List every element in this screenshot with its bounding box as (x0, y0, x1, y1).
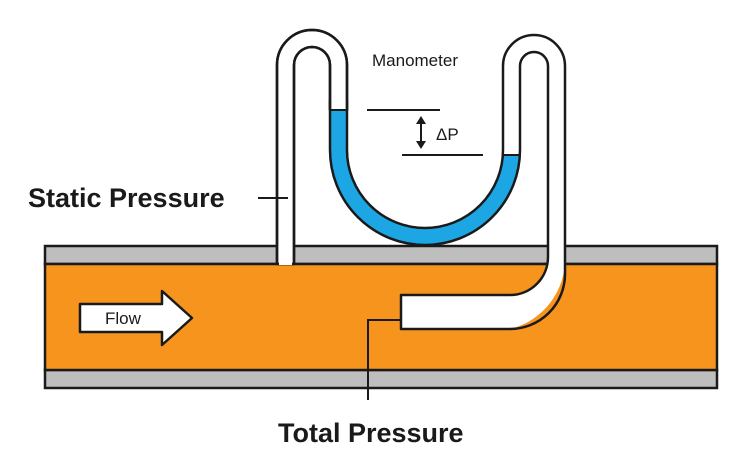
total-tube-port (550, 246, 563, 265)
pipe-top-wall (43, 244, 719, 266)
delta-p-arrow (416, 116, 426, 149)
total-pressure-label: Total Pressure (278, 418, 464, 448)
delta-p-label: ΔP (436, 125, 459, 144)
manometer-liquid-fill (330, 110, 520, 245)
u-tube-body (330, 35, 566, 329)
static-pressure-label: Static Pressure (28, 183, 225, 213)
u-tube-outline (328, 33, 567, 331)
static-tube-port (279, 246, 292, 265)
flow-label: Flow (105, 309, 142, 328)
flow-arrow (78, 289, 194, 347)
total-pressure-leader (367, 319, 400, 400)
u-tube-outer (330, 110, 520, 247)
pipe-bottom-wall (43, 368, 719, 390)
static-tube-outline (275, 28, 349, 264)
manometer-label: Manometer (372, 51, 458, 70)
